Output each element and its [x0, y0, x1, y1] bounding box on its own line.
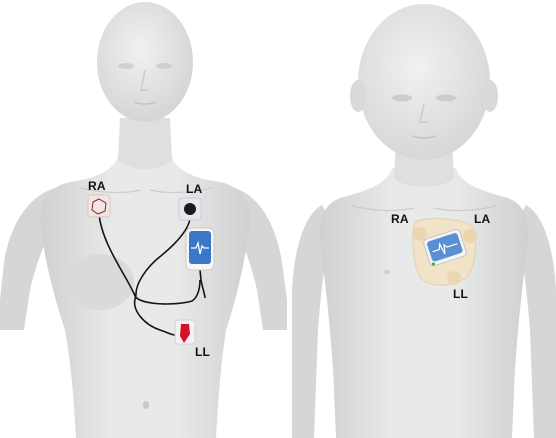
- child-right-ear: [350, 80, 366, 112]
- child-patch-ll-pad: [447, 271, 461, 285]
- child-head: [358, 4, 490, 160]
- child-ecg-patch: [413, 219, 477, 286]
- adult-panel: RA LA LL: [0, 0, 287, 438]
- adult-la-electrode-snap: [184, 203, 196, 215]
- child-left-ear: [482, 80, 498, 112]
- child-ll-label: LL: [453, 287, 468, 301]
- child-ra-label: RA: [391, 212, 409, 226]
- adult-right-eye: [156, 63, 172, 69]
- adult-neck: [118, 118, 172, 169]
- child-patch-ra-pad: [413, 227, 427, 241]
- adult-figure: [0, 0, 287, 438]
- child-patch-la-pad: [463, 229, 477, 243]
- adult-la-label: LA: [186, 182, 202, 196]
- adult-ll-label: LL: [195, 345, 210, 359]
- child-torso: [320, 168, 529, 438]
- adult-chest-shadow: [66, 254, 134, 310]
- adult-navel: [143, 401, 149, 409]
- adult-ecg-monitor: [186, 228, 214, 270]
- child-la-label: LA: [474, 212, 490, 226]
- child-right-nipple: [385, 270, 390, 275]
- child-figure: [292, 0, 556, 438]
- child-left-eye: [436, 95, 456, 102]
- child-right-eye: [392, 95, 412, 102]
- adult-left-eye: [118, 63, 134, 69]
- child-panel: RA LA LL: [292, 0, 556, 438]
- adult-ra-label: RA: [88, 179, 106, 193]
